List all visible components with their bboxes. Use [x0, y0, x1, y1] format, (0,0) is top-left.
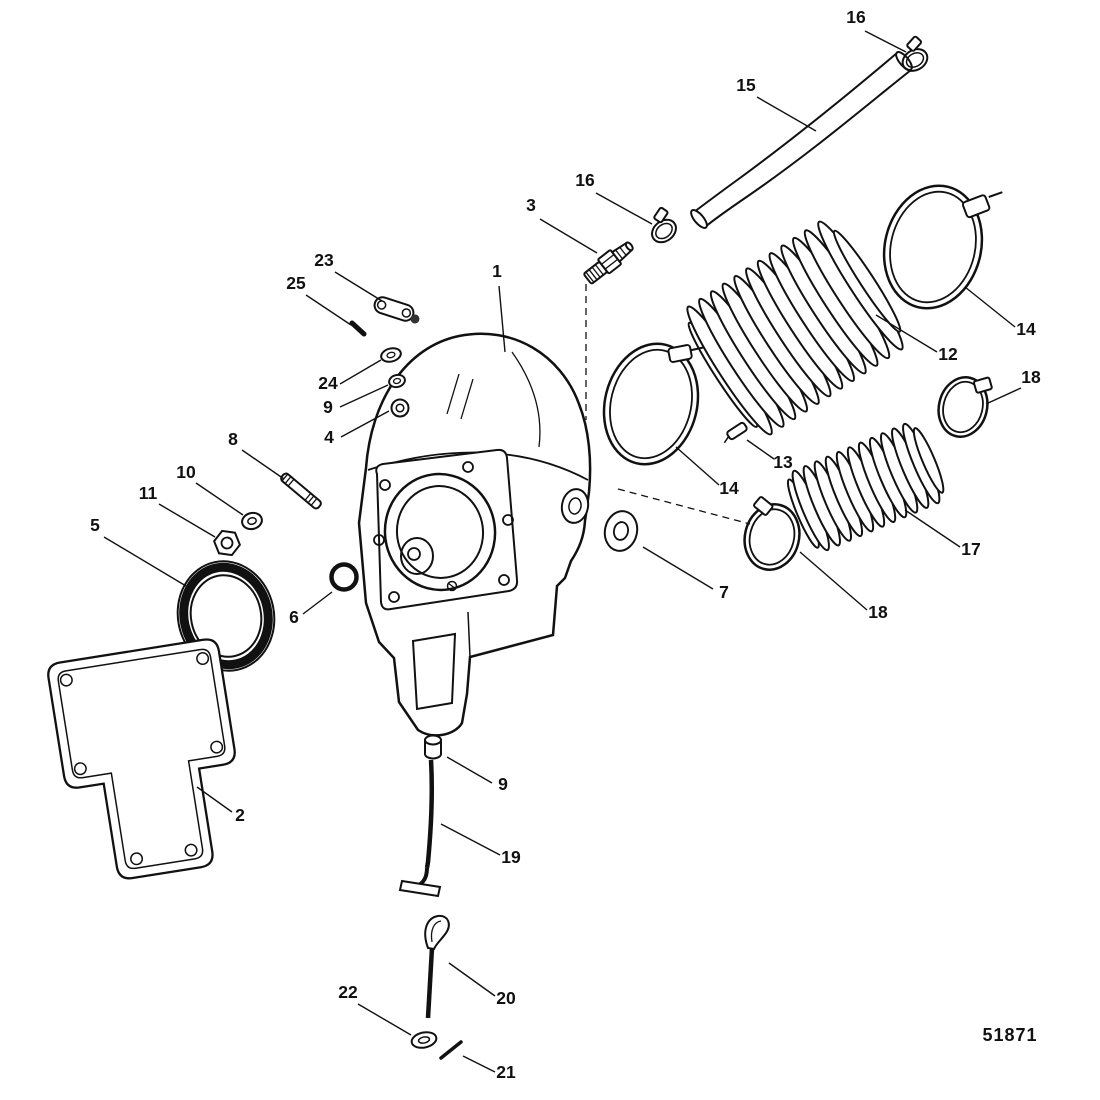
callout-7: 7	[719, 582, 729, 602]
callout-23: 23	[314, 250, 334, 270]
cotter-pin	[439, 1040, 463, 1060]
clamp-ring-lower	[743, 496, 801, 571]
grommet	[390, 398, 410, 418]
callout-9a: 9	[323, 397, 333, 417]
shift-lever-rod	[424, 914, 450, 1019]
callout-20: 20	[496, 988, 516, 1008]
link-pin	[349, 320, 367, 337]
callout-18b: 18	[868, 602, 888, 622]
callout-16b: 16	[575, 170, 595, 190]
callout-11: 11	[139, 483, 158, 503]
o-ring	[329, 562, 359, 592]
callout-14b: 14	[719, 478, 739, 498]
exhaust-bellows	[686, 220, 904, 436]
oil-seal	[176, 560, 276, 672]
bushing-upper	[388, 373, 406, 389]
shift-link	[373, 296, 420, 324]
callout-17: 17	[961, 539, 980, 559]
washer-7	[603, 510, 639, 552]
washer-small	[410, 1031, 438, 1049]
callout-8: 8	[228, 429, 238, 449]
callout-12: 12	[938, 344, 958, 364]
hose-clamp-small-mid	[651, 206, 677, 244]
exhaust-gasket	[47, 638, 236, 880]
flat-washer	[241, 511, 263, 531]
callout-25: 25	[286, 273, 306, 293]
shift-bellows	[786, 422, 945, 552]
alignment-dashed-lines	[585, 284, 751, 525]
hose-clamp-large-left	[602, 342, 705, 466]
stud	[280, 472, 322, 510]
callout-4: 4	[324, 427, 334, 447]
link-washer	[380, 347, 402, 363]
water-hose	[690, 51, 913, 229]
callout-2: 2	[235, 805, 245, 825]
callout-1: 1	[492, 261, 502, 281]
locknut	[212, 529, 242, 557]
callout-3: 3	[526, 195, 536, 215]
bell-housing	[357, 332, 592, 737]
callout-14a: 14	[1016, 319, 1036, 339]
water-fitting	[583, 241, 634, 285]
drawing-number: 51871	[982, 1025, 1037, 1045]
callout-9b: 9	[498, 774, 508, 794]
callout-13: 13	[773, 452, 793, 472]
callout-16a: 16	[846, 7, 866, 27]
hose-clamp-large-right	[882, 184, 1003, 310]
hose-clamp-small-top	[901, 35, 929, 72]
bellows-clip	[723, 421, 748, 444]
callout-6: 6	[289, 607, 299, 627]
callout-15: 15	[736, 75, 756, 95]
callout-24: 24	[318, 373, 338, 393]
callout-labels: 1 2 3 4 5 6 7 8 9 9 10 11 12 13 14 14 15…	[90, 7, 1041, 1082]
callout-18a: 18	[1021, 367, 1041, 387]
callout-19: 19	[501, 847, 521, 867]
callout-10: 10	[176, 462, 196, 482]
bushing-lower	[424, 734, 442, 760]
callout-5: 5	[90, 515, 100, 535]
leader-lines	[103, 30, 1022, 1073]
anchor-rod	[398, 759, 442, 898]
clamp-ring-upper	[937, 376, 993, 438]
callout-22: 22	[338, 982, 358, 1002]
callout-21: 21	[496, 1062, 516, 1082]
